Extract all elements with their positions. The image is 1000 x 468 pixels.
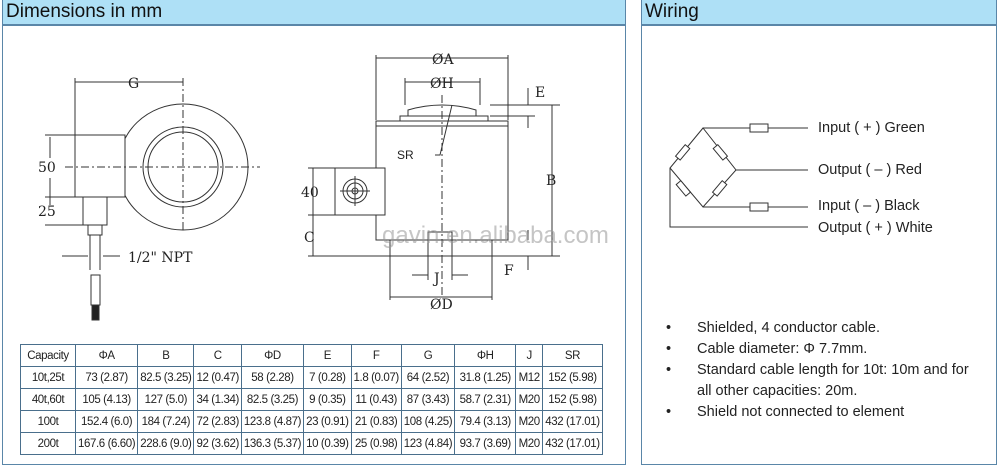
table-cell: 136.3 (5.37) (240, 432, 305, 455)
note-item: Standard cable length for 10t: 10m and f… (666, 360, 987, 402)
label-50: 50 (38, 160, 56, 176)
table-cell: 31.8 (1.25) (454, 366, 517, 389)
note-item: Shield not connected to element (666, 402, 987, 423)
table-cell: 21 (0.83) (350, 410, 402, 433)
table-cell: 58.7 (2.31) (454, 388, 517, 411)
label-phi-d: ØD (430, 297, 453, 313)
table-cell: 432 (17.01) (542, 410, 603, 433)
table-cell: 40t,60t (20, 388, 76, 411)
wiring-diagram (669, 123, 808, 228)
table-cell: 152 (5.98) (542, 388, 603, 411)
col-capacity: Capacity (20, 344, 76, 367)
wire-input-positive: Input ( + ) Green (818, 120, 925, 136)
col-g: G (400, 344, 456, 367)
col-h: ΦH (454, 344, 517, 367)
table-cell: 73 (2.87) (74, 366, 139, 389)
label-b: B (546, 173, 556, 189)
side-view-drawing: G 50 25 1/2" NPT (38, 76, 260, 321)
table-cell: 228.6 (9.0) (137, 432, 195, 455)
table-cell: 127 (5.0) (137, 388, 195, 411)
table-cell: 79.4 (3.13) (454, 410, 517, 433)
table-cell: 152.4 (6.0) (74, 410, 139, 433)
table-cell: 34 (1.34) (193, 388, 242, 411)
table-cell: M20 (515, 410, 544, 433)
table-cell: 432 (17.01) (542, 432, 603, 455)
table-cell: 7 (0.28) (303, 366, 352, 389)
table-cell: 200t (20, 432, 76, 455)
label-phi-a: ØA (432, 52, 454, 68)
label-40: 40 (301, 185, 319, 201)
table-cell: 72 (2.83) (193, 410, 242, 433)
table-cell: 152 (5.98) (542, 366, 603, 389)
col-a: ΦA (74, 344, 139, 367)
dimensions-title: Dimensions in mm (3, 0, 625, 26)
col-j: J (515, 344, 544, 367)
label-25: 25 (38, 204, 56, 220)
table-cell: 82.5 (3.25) (240, 388, 305, 411)
table-cell: 108 (4.25) (400, 410, 456, 433)
table-cell: 123.8 (4.87) (240, 410, 305, 433)
col-f: F (350, 344, 402, 367)
table-cell: 10t,25t (20, 366, 76, 389)
table-cell: M20 (515, 432, 544, 455)
col-d: ΦD (240, 344, 305, 367)
table-cell: 92 (3.62) (193, 432, 242, 455)
table-cell: 11 (0.43) (350, 388, 402, 411)
table-cell: 64 (2.52) (400, 366, 456, 389)
label-f: F (504, 263, 514, 279)
label-phi-h: ØH (430, 76, 454, 92)
table-cell: 123 (4.84) (400, 432, 456, 455)
table-cell: 9 (0.35) (303, 388, 352, 411)
table-cell: 82.5 (3.25) (137, 366, 195, 389)
label-c: C (304, 230, 315, 246)
table-cell: M20 (515, 388, 544, 411)
note-item: Cable diameter: Φ 7.7mm. (666, 339, 987, 360)
table-cell: M12 (515, 366, 544, 389)
label-g: G (128, 76, 139, 92)
wire-output-negative: Output ( – ) Red (818, 162, 922, 178)
table-cell: 23 (0.91) (303, 410, 352, 433)
dimensions-table: Capacity ΦA B C ΦD E F G ΦH J SR 10t,25t… (20, 344, 603, 455)
col-b: B (137, 344, 195, 367)
table-cell: 1.8 (0.07) (350, 366, 402, 389)
table-header-row: Capacity ΦA B C ΦD E F G ΦH J SR (20, 344, 603, 367)
label-e: E (535, 85, 545, 101)
watermark: gavin.en.alibaba.com (382, 222, 609, 249)
label-sr: SR (397, 148, 414, 162)
table-cell: 93.7 (3.69) (454, 432, 517, 455)
table-cell: 25 (0.98) (350, 432, 402, 455)
table-cell: 167.6 (6.60) (74, 432, 139, 455)
front-view-drawing: ØA ØH E SR B 40 C F J ØD gavin.en.alibab… (301, 52, 609, 313)
wiring-notes: Shielded, 4 conductor cable. Cable diame… (666, 318, 987, 423)
table-cell: 87 (3.43) (400, 388, 456, 411)
wire-input-negative: Input ( – ) Black (818, 198, 920, 214)
table-cell: 184 (7.24) (137, 410, 195, 433)
note-item: Shielded, 4 conductor cable. (666, 318, 987, 339)
table-cell: 100t (20, 410, 76, 433)
table-cell: 58 (2.28) (240, 366, 305, 389)
label-npt: 1/2" NPT (128, 250, 193, 266)
wiring-title: Wiring (642, 0, 996, 26)
table-cell: 12 (0.47) (193, 366, 242, 389)
wire-output-positive: Output ( + ) White (818, 220, 933, 236)
col-c: C (193, 344, 242, 367)
table-cell: 105 (4.13) (74, 388, 139, 411)
table-cell: 10 (0.39) (303, 432, 352, 455)
col-sr: SR (542, 344, 603, 367)
col-e: E (303, 344, 352, 367)
label-j: J (432, 271, 440, 287)
